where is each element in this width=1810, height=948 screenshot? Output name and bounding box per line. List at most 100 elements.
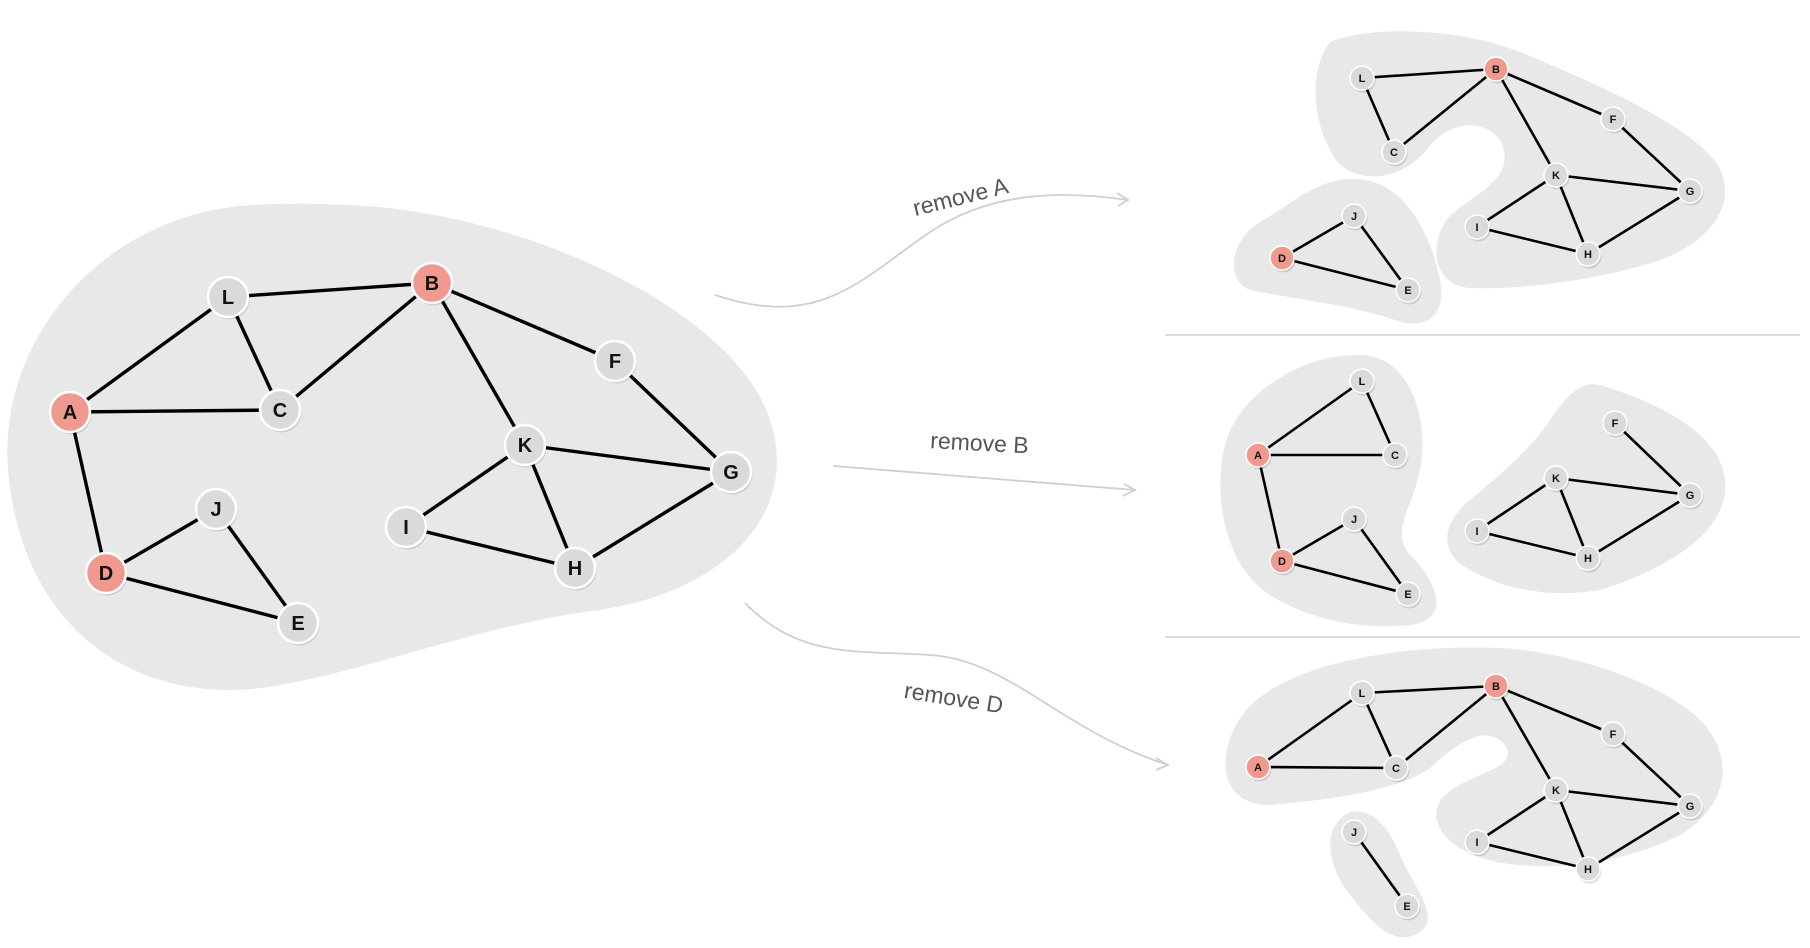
panel2-edge-K-G — [1554, 476, 1692, 497]
panel3-node-label-A: A — [1254, 762, 1262, 774]
main-node-label-A: A — [63, 402, 77, 424]
panel1-node-circle-I — [1464, 214, 1490, 240]
main-node-D: D — [84, 551, 128, 596]
panel1-node-label-J: J — [1351, 211, 1357, 223]
panel2-node-F: F — [1602, 410, 1629, 438]
panel2-node-label-G: G — [1686, 490, 1695, 502]
panel2-node-label-L: L — [1359, 376, 1366, 388]
panel3-edge-K-G — [1554, 788, 1692, 808]
panel1-node-D: D — [1269, 245, 1296, 273]
panel3-edge-J-E — [1352, 830, 1409, 908]
panel1-node-label-B: B — [1492, 64, 1500, 76]
main-node-label-C: C — [273, 400, 287, 422]
panel3-edge-B-K — [1494, 684, 1558, 792]
panel2-edge-F-G — [1613, 421, 1692, 497]
panel3-node-J: J — [1341, 819, 1368, 847]
panel1-edge-L-C — [1360, 76, 1396, 154]
panel3-node-A: A — [1245, 754, 1272, 782]
main-node-circle-C — [258, 388, 302, 432]
panel1-edge-B-K — [1494, 67, 1558, 177]
main-edge-I-H — [404, 525, 577, 570]
panel1-node-circle-B — [1483, 56, 1509, 82]
panel3-edge-K-I — [1475, 788, 1558, 844]
main-node-label-D: D — [99, 563, 113, 585]
main-node-circle-A — [48, 390, 92, 434]
arrow-remove-d-head — [1155, 757, 1171, 771]
panel2-node-D: D — [1269, 548, 1296, 576]
panel2-node-label-K: K — [1552, 473, 1560, 485]
main-node-J: J — [194, 487, 238, 532]
panel3-node-C: C — [1383, 755, 1410, 783]
panel1-node-L: L — [1349, 65, 1376, 93]
main-node-circle-H — [553, 546, 597, 590]
panel1-edge-F-G — [1611, 117, 1692, 193]
main-node-circle-L — [206, 275, 250, 319]
main-node-I: I — [384, 505, 428, 550]
panel3-edge-I-H — [1475, 840, 1590, 871]
panel3-node-circle-B — [1483, 673, 1509, 699]
main-node-K: K — [503, 423, 547, 468]
panel3-node-label-K: K — [1552, 785, 1560, 797]
panel2-node-label-C: C — [1391, 450, 1399, 462]
panel2-node-C: C — [1382, 442, 1409, 470]
panel1-node-label-E: E — [1404, 285, 1411, 297]
component-blobs — [7, 31, 1726, 938]
panel1-edge-I-H — [1475, 225, 1590, 256]
panel1-node-label-D: D — [1278, 253, 1286, 265]
panel1-edge-J-D — [1280, 214, 1356, 260]
panel2-node-H: H — [1575, 545, 1602, 573]
panel1-edge-J-E — [1352, 214, 1410, 292]
panel2-node-circle-C — [1382, 442, 1408, 468]
panel1-node-label-H: H — [1584, 249, 1592, 261]
panel1-edge-C-B — [1392, 67, 1498, 154]
panel3-node-circle-K — [1543, 777, 1569, 803]
panel2-node-circle-I — [1464, 518, 1490, 544]
arrow-remove-b — [832, 465, 1136, 491]
panel2-node-circle-K — [1543, 465, 1569, 491]
main-node-label-F: F — [609, 351, 621, 373]
panel1-node-H: H — [1575, 241, 1602, 269]
op-label-remove-b: remove B — [930, 427, 1030, 458]
panel3-node-label-F: F — [1610, 729, 1617, 741]
panel1-node-circle-F — [1600, 106, 1626, 132]
panel3-node-label-H: H — [1584, 864, 1592, 876]
panel2-edge-H-G — [1586, 493, 1692, 560]
panel2-node-circle-D — [1269, 548, 1295, 574]
main-node-H: H — [553, 546, 597, 591]
panel2-node-label-A: A — [1254, 450, 1262, 462]
main-edge-L-A — [68, 295, 230, 414]
panel1-edge-K-G — [1554, 173, 1692, 193]
panel2-node-G: G — [1677, 482, 1704, 510]
panel1-edge-K-H — [1554, 173, 1590, 256]
main-node-G: G — [709, 450, 753, 495]
main-edge-B-K — [430, 281, 527, 447]
panel3-node-circle-J — [1341, 819, 1367, 845]
panel1-node-label-L: L — [1359, 73, 1366, 85]
panel1-node-label-C: C — [1390, 147, 1398, 159]
panel1-node-G: G — [1677, 178, 1704, 206]
main-edge-K-H — [523, 443, 577, 570]
main-node-label-H: H — [568, 558, 582, 580]
panel2-node-label-I: I — [1475, 526, 1478, 538]
main-node-label-G: G — [723, 462, 739, 484]
panel1-node-J: J — [1341, 203, 1368, 231]
panel3-node-E: E — [1394, 893, 1421, 921]
panel1-node-C: C — [1381, 139, 1408, 167]
panel1-node-B: B — [1483, 56, 1510, 84]
panel2-node-circle-F — [1602, 410, 1628, 436]
panel1-node-label-I: I — [1475, 222, 1478, 234]
panel2-node-label-H: H — [1584, 553, 1592, 565]
panel2-node-circle-H — [1575, 545, 1601, 571]
panel2-node-circle-E — [1395, 581, 1421, 607]
panel2-node-label-E: E — [1404, 589, 1411, 601]
panel2-node-L: L — [1349, 368, 1376, 396]
panel1-node-label-K: K — [1552, 170, 1560, 182]
panel3-node-H: H — [1575, 856, 1602, 884]
panel3-node-G: G — [1677, 793, 1704, 821]
arrow-remove-d — [744, 602, 1169, 766]
main-edge-F-G — [613, 359, 733, 474]
panel3-edge-H-G — [1586, 804, 1692, 871]
panel3-edge-L-C — [1360, 691, 1398, 770]
